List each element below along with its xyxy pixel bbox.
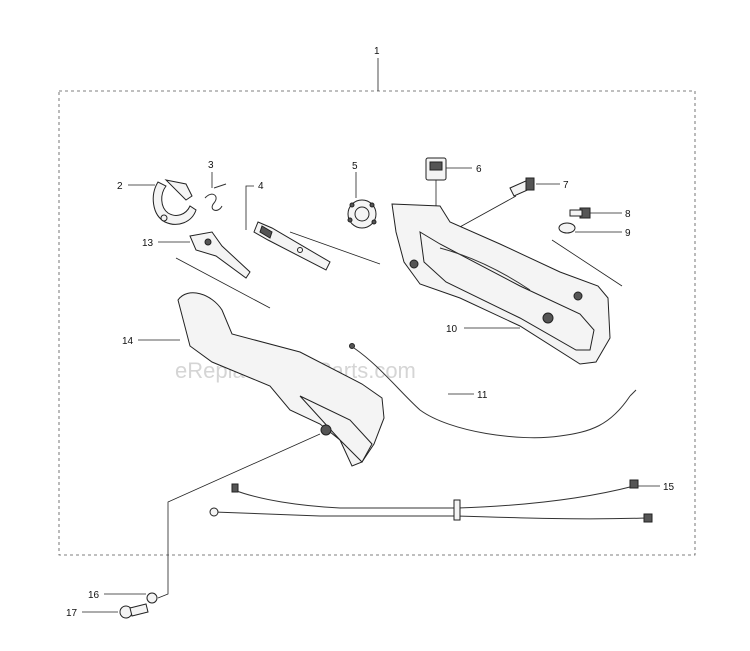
part-15-harness xyxy=(209,479,653,523)
leader-4 xyxy=(245,185,254,230)
callout-7: 7 xyxy=(563,180,569,191)
callout-10: 10 xyxy=(446,324,458,335)
callout-8: 8 xyxy=(625,209,631,220)
leader-14b xyxy=(157,433,321,599)
part-5-grommet xyxy=(347,199,377,229)
callout-3: 3 xyxy=(208,160,214,171)
part-6-switch xyxy=(425,157,447,181)
part-14-tube xyxy=(177,292,385,467)
leader-13b xyxy=(175,257,271,309)
part-2-clamp xyxy=(152,179,197,225)
callout-14: 14 xyxy=(122,336,134,347)
part-16-washer xyxy=(146,592,158,604)
part-7-screw xyxy=(509,177,535,197)
part-17-screw xyxy=(119,603,149,619)
part-10-handle xyxy=(391,203,611,365)
part-4-trigger xyxy=(253,221,331,271)
part-3-spring xyxy=(204,183,227,211)
part-8-screw xyxy=(569,207,591,219)
part-11-cable xyxy=(349,343,637,439)
leader-9b xyxy=(551,239,623,287)
callout-2: 2 xyxy=(117,181,123,192)
leader-5b xyxy=(289,231,381,265)
callout-11: 11 xyxy=(477,390,488,401)
callout-5: 5 xyxy=(352,161,358,172)
part-9-washer xyxy=(558,222,576,234)
assembly-boundary xyxy=(58,90,696,556)
part-13-lever xyxy=(189,231,251,279)
callout-13: 13 xyxy=(142,238,154,249)
callout-9: 9 xyxy=(625,228,631,239)
leader-7b xyxy=(457,195,517,229)
callout-6: 6 xyxy=(476,164,482,175)
callout-16: 16 xyxy=(88,590,100,601)
callout-17: 17 xyxy=(66,608,78,619)
callout-4: 4 xyxy=(258,181,264,192)
callout-1: 1 xyxy=(374,46,380,57)
callout-15: 15 xyxy=(663,482,675,493)
